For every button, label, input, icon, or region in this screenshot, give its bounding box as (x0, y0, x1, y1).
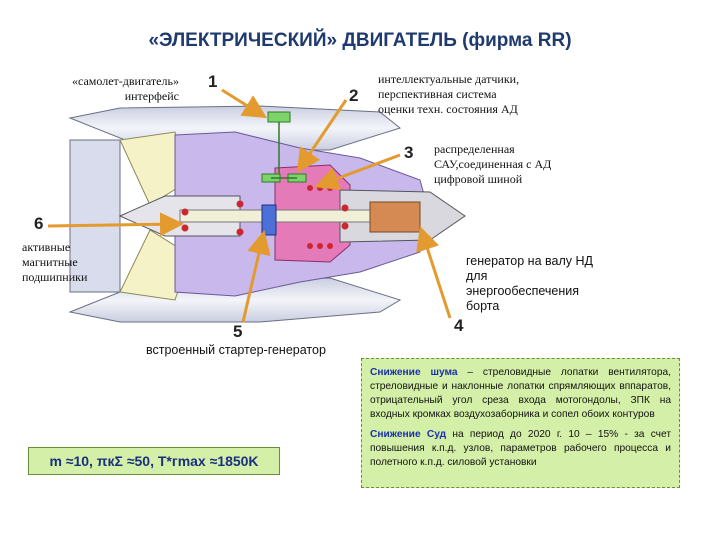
noise-title: Снижение шума (370, 367, 458, 378)
arrow-5 (241, 230, 271, 323)
page-title: «ЭЛЕКТРИЧЕСКИЙ» ДВИГАТЕЛЬ (фирма RR) (148, 30, 572, 51)
interface-box (267, 111, 291, 123)
callout-5-number: 5 (233, 322, 243, 341)
info-box: Снижение шума – стреловидные лопатки вен… (361, 358, 680, 488)
callout-3-number: 3 (404, 143, 414, 162)
callout-6-text: активные магнитные подшипники (22, 240, 88, 284)
arrow-4 (416, 226, 452, 319)
arrow-6 (47, 212, 184, 237)
noise-text: – стреловидные лопатки вентилятора, стре… (370, 367, 671, 420)
arrow-3 (314, 153, 401, 190)
callout-2-text: интеллектуальные датчики, перспективная … (378, 72, 520, 116)
fuel-title: Снижение Суд (370, 429, 447, 440)
arrow-2 (296, 99, 348, 173)
callout-6-number: 6 (34, 214, 44, 233)
callout-4-number: 4 (454, 316, 464, 335)
callout-1-number: 1 (208, 72, 218, 91)
starter-generator (261, 204, 277, 236)
callout-4-text: генератор на валу НД для энергообеспечен… (466, 254, 593, 313)
callout-1-text: «самолет-двигатель» интерфейс (72, 74, 179, 103)
fuel-paragraph: Снижение Суд на период до 2020 г. 10 – 1… (370, 428, 671, 470)
inlet (69, 139, 121, 293)
params-box: m ≈10, πкΣ ≈50, Т*гmax ≈1850K (28, 447, 280, 475)
shaft (179, 209, 381, 223)
generator-block (369, 201, 421, 233)
fuel-text: на период до 2020 г. 10 – 15% - за счет … (370, 429, 671, 468)
noise-paragraph: Снижение шума – стреловидные лопатки вен… (370, 366, 671, 422)
callout-2-number: 2 (349, 86, 359, 105)
arrow-1 (221, 88, 268, 119)
callout-3-text: распределенная САУ,соединенная с АД цифр… (434, 142, 552, 186)
callout-5-text: встроенный стартер-генератор (146, 343, 326, 357)
